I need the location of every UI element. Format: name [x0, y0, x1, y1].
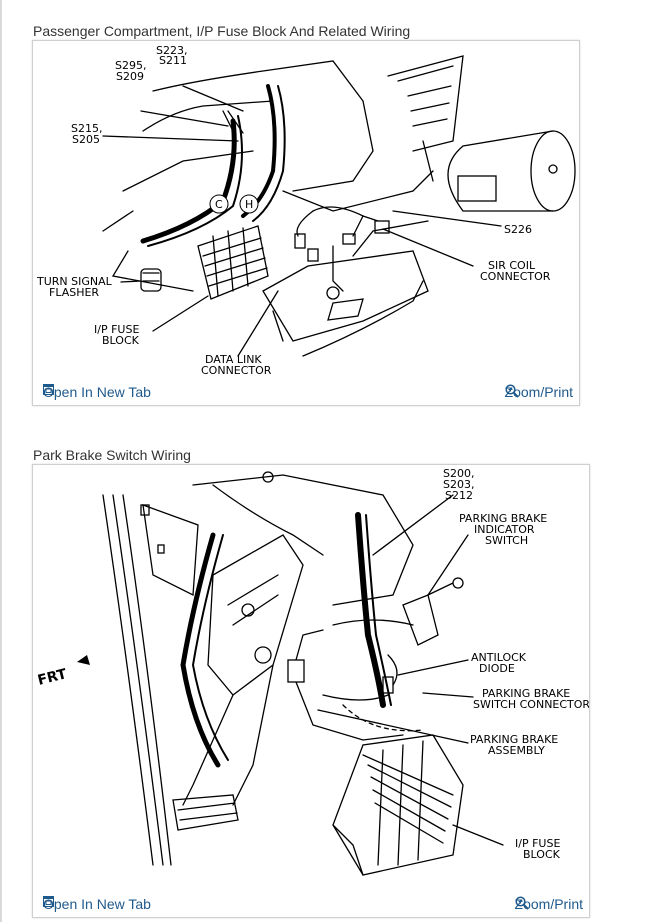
- diagram-title: Passenger Compartment, I/P Fuse Block An…: [33, 23, 411, 39]
- zoom-print-link[interactable]: Zoom/Print: [515, 896, 583, 912]
- callout-block: BLOCK: [102, 334, 140, 347]
- diagram-card: FRT S200, S203, S212 PARKING BRAKE INDIC…: [32, 464, 590, 918]
- callout-c: C: [215, 198, 223, 211]
- open-in-new-tab-link[interactable]: Open In New Tab: [43, 384, 151, 400]
- callout-s209: S209: [116, 70, 144, 83]
- callout-sir-connector: CONNECTOR: [480, 270, 551, 283]
- diagram-link-bar: Open In New Tab Zoom/Print: [33, 891, 589, 917]
- callout-pb-assembly-2: ASSEMBLY: [488, 744, 545, 757]
- callout-s203: S203,: [443, 478, 474, 491]
- callout-s212: S212: [445, 489, 473, 502]
- callout-ip-fuse: I/P FUSE: [515, 837, 560, 850]
- zoom-icon: [504, 384, 519, 398]
- callout-data-link: DATA LINK: [205, 353, 262, 366]
- callout-frt: FRT: [36, 666, 69, 689]
- callout-sir-coil: SIR COIL: [488, 259, 536, 272]
- callout-flasher: FLASHER: [49, 286, 99, 299]
- callout-block: BLOCK: [523, 848, 561, 861]
- zoom-print-link[interactable]: Zoom/Print: [505, 384, 573, 400]
- callout-pb-switch-2: SWITCH CONNECTOR: [473, 698, 589, 711]
- callout-s215: S215,: [71, 122, 102, 135]
- zoom-icon: [514, 896, 529, 910]
- callout-s211: S211: [159, 54, 187, 67]
- callout-turn-signal: TURN SIGNAL: [36, 275, 113, 288]
- callout-diode: DIODE: [479, 662, 515, 675]
- callout-s200: S200,: [443, 467, 474, 480]
- open-in-new-tab-label: Open In New Tab: [43, 896, 151, 912]
- zoom-print-label: Zoom/Print: [504, 384, 573, 400]
- callout-s226: S226: [504, 223, 532, 236]
- diagram-title: Park Brake Switch Wiring: [33, 447, 191, 463]
- wiring-diagram-image: S223, S211 S295, S209 S215, S205 C H S22…: [36, 44, 576, 377]
- open-new-tab-icon: [43, 896, 54, 907]
- page-left-border: [0, 0, 2, 922]
- callout-pb-assembly-1: PARKING BRAKE: [470, 733, 558, 746]
- callout-s223: S223,: [156, 44, 187, 57]
- callout-s205: S205: [72, 133, 100, 146]
- open-in-new-tab-label: Open In New Tab: [43, 384, 151, 400]
- callout-h: H: [245, 198, 253, 211]
- open-in-new-tab-link[interactable]: Open In New Tab: [43, 896, 151, 912]
- wiring-diagram-image: FRT S200, S203, S212 PARKING BRAKE INDIC…: [36, 467, 589, 876]
- callout-pb-indicator-3: SWITCH: [485, 534, 528, 547]
- open-new-tab-icon: [43, 384, 54, 395]
- callout-pb-switch-1: PARKING BRAKE: [482, 687, 570, 700]
- callout-s295: S295,: [115, 59, 146, 72]
- callout-antilock: ANTILOCK: [471, 651, 527, 664]
- diagram-link-bar: Open In New Tab Zoom/Print: [33, 379, 579, 405]
- callout-ip-fuse: I/P FUSE: [94, 323, 139, 336]
- zoom-print-label: Zoom/Print: [514, 896, 583, 912]
- callout-connector: CONNECTOR: [201, 364, 272, 377]
- callout-pb-indicator-1: PARKING BRAKE: [459, 512, 547, 525]
- front-arrow-icon: [77, 655, 90, 665]
- callout-pb-indicator-2: INDICATOR: [474, 523, 535, 536]
- diagram-card: S223, S211 S295, S209 S215, S205 C H S22…: [32, 40, 580, 406]
